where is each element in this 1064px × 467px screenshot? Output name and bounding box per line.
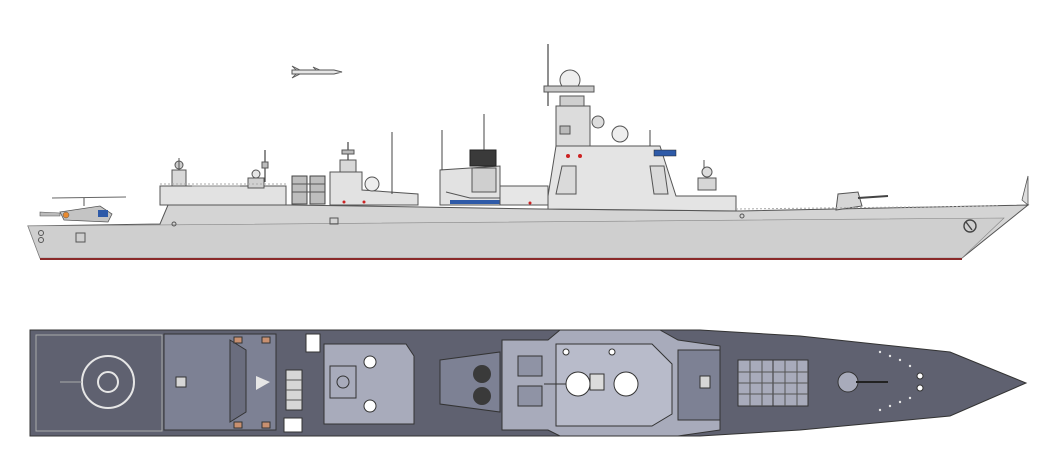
forward-ciws <box>697 160 717 191</box>
funnel <box>439 114 549 206</box>
plan-view <box>29 329 1028 437</box>
helipad <box>35 334 163 432</box>
vertical-launch-cells <box>737 359 809 407</box>
mid-superstructure-roof <box>323 343 415 425</box>
main-superstructure <box>543 44 737 212</box>
main-gun-plan <box>837 371 888 393</box>
hull <box>27 175 1030 260</box>
main-superstructure-roof <box>501 329 721 437</box>
mid-superstructure <box>329 132 419 206</box>
bow-fittings <box>878 350 924 412</box>
forward-ciws-plan <box>677 349 721 421</box>
missile-launcher-aft <box>291 175 326 205</box>
missile-icon <box>291 65 343 79</box>
missile-launcher-plan <box>283 333 321 433</box>
side-profile-view <box>27 44 1030 260</box>
helicopter-icon <box>39 196 127 223</box>
aft-superstructure <box>159 150 287 206</box>
funnel-plan <box>439 351 501 413</box>
anchor-icon <box>963 219 977 233</box>
hangar-roof <box>163 333 277 431</box>
